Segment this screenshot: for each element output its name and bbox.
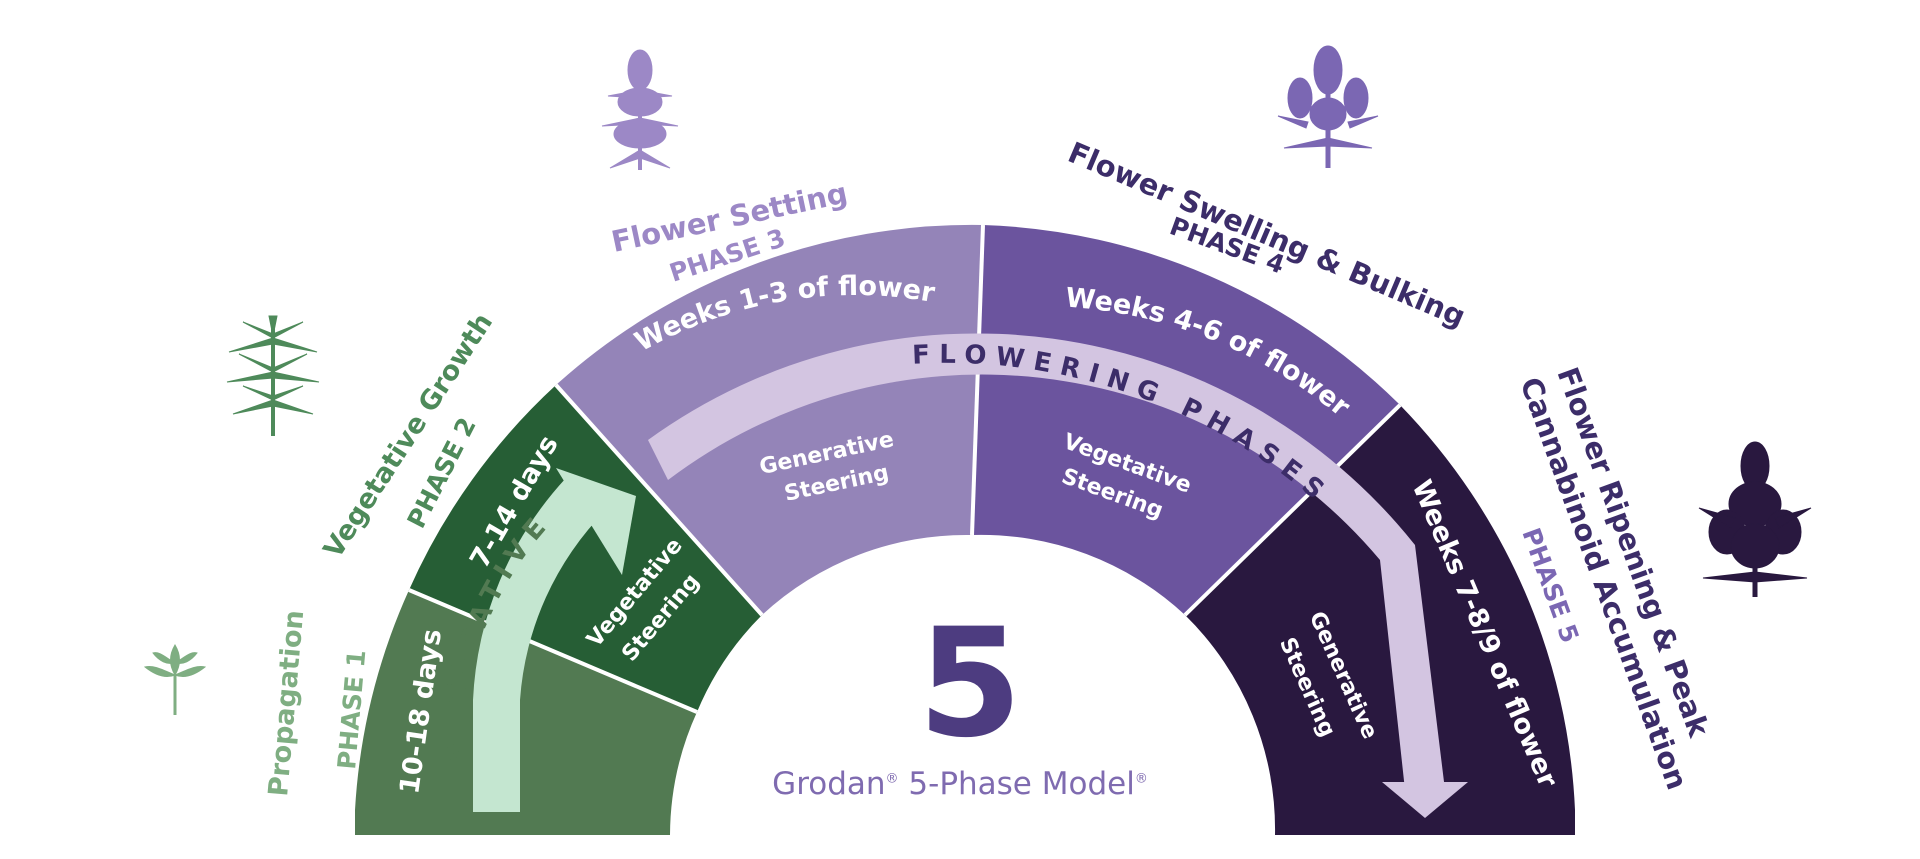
phase-4-segment bbox=[972, 225, 1400, 615]
model-name-label: Grodan® 5-Phase Model® bbox=[0, 766, 1920, 802]
phase-5-segment bbox=[1185, 405, 1575, 835]
flowering-plant-icon-mid bbox=[1277, 45, 1379, 168]
model-name: 5-Phase Model bbox=[908, 766, 1135, 802]
brand-name: Grodan bbox=[772, 766, 886, 802]
ripe-plant-icon bbox=[1698, 441, 1812, 597]
flowering-plant-icon-light bbox=[601, 49, 679, 170]
model-reg-mark: ® bbox=[1134, 771, 1148, 787]
phase-3-segment bbox=[556, 224, 983, 615]
phase-2-segment bbox=[409, 385, 762, 712]
segment-dividers bbox=[408, 224, 1402, 714]
center-number: 5 bbox=[918, 597, 1022, 771]
phase-1-segment bbox=[355, 590, 697, 835]
young-plant-icon bbox=[226, 315, 320, 436]
seedling-plant-icon bbox=[143, 644, 207, 715]
brand-reg-mark: ® bbox=[885, 771, 899, 787]
